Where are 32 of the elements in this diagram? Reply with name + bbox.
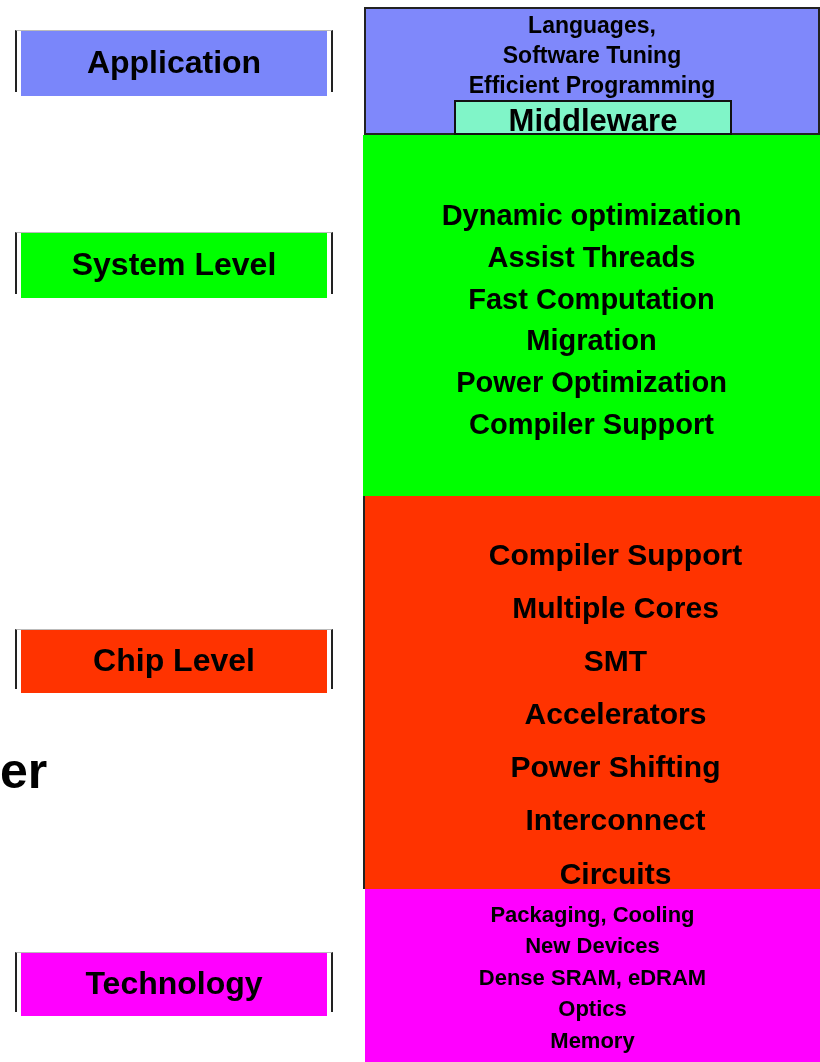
layer-item: Memory <box>550 1026 635 1055</box>
layer-item: Compiler Support <box>488 537 743 573</box>
layer-item: Interconnect <box>525 802 706 839</box>
layer-item: Languages, <box>528 11 656 40</box>
layer-item: Optics <box>558 995 627 1024</box>
layer-item: Power Optimization <box>456 365 727 400</box>
layer-panel <box>363 135 820 496</box>
level-name: System Level <box>71 246 277 283</box>
layer-panel <box>365 889 820 1062</box>
layer-item: Compiler Support <box>469 406 714 442</box>
level-name: Application <box>86 44 262 81</box>
layer-item: Migration <box>526 323 657 359</box>
layer-item: New Devices <box>525 932 660 961</box>
layer-item: Circuits <box>559 855 672 892</box>
partial-text: er <box>0 742 48 800</box>
tab-title: Middleware <box>508 105 678 133</box>
layer-item: Accelerators <box>524 696 707 733</box>
layer-item: SMT <box>583 643 648 680</box>
level-name: Chip Level <box>93 642 255 679</box>
layer-item: Software Tuning <box>502 40 682 70</box>
layer-item: Assist Threads <box>487 239 696 275</box>
layer-panel <box>363 496 820 889</box>
layer-item: Dense SRAM, eDRAM <box>478 963 707 992</box>
middleware-tab <box>454 100 732 135</box>
level-name: Technology <box>85 965 263 1002</box>
layer-item: Efficient Programming <box>468 70 716 100</box>
layer-item: Dynamic optimization <box>441 198 742 233</box>
layer-item: Packaging, Cooling <box>490 901 695 929</box>
layer-panel <box>364 7 820 135</box>
layer-item: Multiple Cores <box>512 590 719 627</box>
layer-item: Fast Computation <box>468 281 715 317</box>
layer-item: Power Shifting <box>510 749 721 786</box>
